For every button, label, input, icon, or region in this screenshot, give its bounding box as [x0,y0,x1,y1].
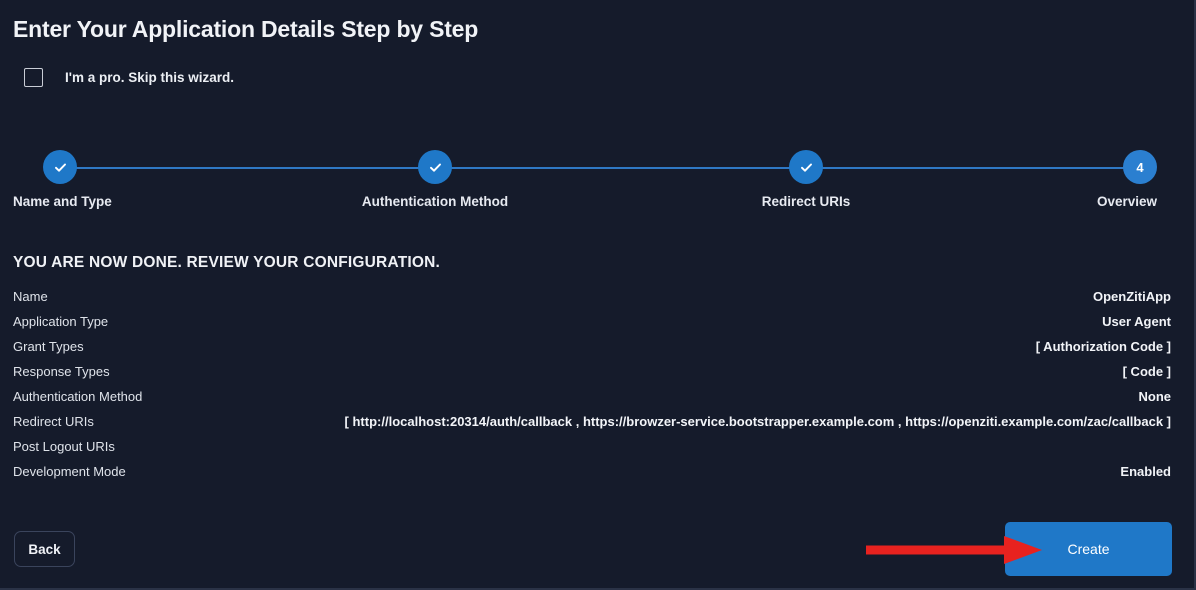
summary-key: Application Type [13,314,109,329]
wizard-stepper: Name and Type Authentication Method Redi… [0,150,1196,220]
summary-value: Enabled [1120,464,1171,479]
summary-row-grant-types: Grant Types [ Authorization Code ] [13,339,1171,364]
skip-wizard-label: I'm a pro. Skip this wizard. [65,70,234,85]
summary-value: None [1138,389,1172,404]
step-3-label: Redirect URIs [761,194,851,209]
summary-key: Development Mode [13,464,126,479]
summary-row-redirect-uris: Redirect URIs [ http://localhost:20314/a… [13,414,1171,439]
summary-value: [ Code ] [1122,364,1171,379]
summary-key: Grant Types [13,339,84,354]
summary-row-response-types: Response Types [ Code ] [13,364,1171,389]
summary-key: Post Logout URIs [13,439,115,454]
summary-value: [ Authorization Code ] [1035,339,1171,354]
summary-value: User Agent [1102,314,1171,329]
summary-key: Redirect URIs [13,414,94,429]
step-4-number: 4 [1136,159,1144,175]
skip-wizard-checkbox[interactable] [24,68,43,87]
configuration-summary: Name OpenZitiApp Application Type User A… [13,289,1171,489]
step-3-check-icon[interactable] [789,150,823,184]
step-2-label: Authentication Method [361,194,509,209]
create-button[interactable]: Create [1005,522,1172,576]
summary-row-development-mode: Development Mode Enabled [13,464,1171,489]
page-title: Enter Your Application Details Step by S… [13,16,479,42]
step-1-label: Name and Type [13,194,112,209]
summary-row-authentication-method: Authentication Method None [13,389,1171,414]
stepper-track [60,167,1140,169]
summary-row-post-logout-uris: Post Logout URIs [13,439,1171,464]
summary-value: OpenZitiApp [1093,289,1171,304]
skip-wizard-row: I'm a pro. Skip this wizard. [24,68,234,87]
summary-value: [ http://localhost:20314/auth/callback ,… [344,414,1171,429]
step-4-bubble[interactable]: 4 [1123,150,1157,184]
summary-key: Response Types [13,364,110,379]
summary-key: Name [13,289,48,304]
step-2-check-icon[interactable] [418,150,452,184]
step-1-check-icon[interactable] [43,150,77,184]
step-4-label: Overview [1096,194,1157,209]
back-button[interactable]: Back [14,531,75,567]
summary-row-application-type: Application Type User Agent [13,314,1171,339]
summary-key: Authentication Method [13,389,143,404]
review-heading: YOU ARE NOW DONE. REVIEW YOUR CONFIGURAT… [13,254,441,271]
summary-row-name: Name OpenZitiApp [13,289,1171,314]
